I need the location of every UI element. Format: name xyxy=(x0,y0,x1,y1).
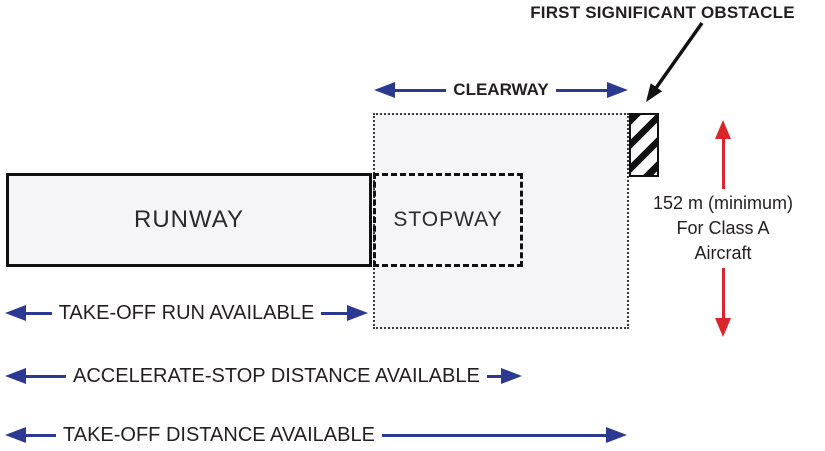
runway-box: RUNWAY xyxy=(6,173,372,267)
arrowhead-left-icon xyxy=(374,82,395,98)
arrowhead-down-icon xyxy=(715,318,731,337)
tora-arrow: TAKE-OFF RUN AVAILABLE xyxy=(5,302,368,324)
stopway-label: STOPWAY xyxy=(393,208,503,231)
runway-label: RUNWAY xyxy=(134,206,244,233)
asda-arrow: ACCELERATE-STOP DISTANCE AVAILABLE xyxy=(5,365,522,387)
tora-label: TAKE-OFF RUN AVAILABLE xyxy=(58,302,315,324)
arrow-line xyxy=(721,268,725,318)
asda-label: ACCELERATE-STOP DISTANCE AVAILABLE xyxy=(73,365,480,387)
obstacle-pointer-arrow xyxy=(646,21,704,102)
arrowhead-left-icon xyxy=(5,305,26,321)
obstacle-hatched-box xyxy=(629,113,659,177)
height-note-line1: 152 m (minimum) xyxy=(652,193,794,213)
arrowhead-right-icon xyxy=(347,305,368,321)
stopway-box: STOPWAY xyxy=(373,173,523,267)
height-note-line3: Aircraft xyxy=(694,243,752,263)
arrow-line xyxy=(395,88,447,92)
clearway-extent-arrow: CLEARWAY xyxy=(374,80,629,99)
arrowhead-left-icon xyxy=(5,427,26,443)
arrow-line xyxy=(721,139,725,189)
toda-label: TAKE-OFF DISTANCE AVAILABLE xyxy=(63,424,375,446)
clearway-box xyxy=(373,113,629,329)
obstacle-height-arrow: 152 m (minimum) For Class A Aircraft xyxy=(643,120,803,337)
arrow-line xyxy=(381,433,606,437)
toda-arrow: TAKE-OFF DISTANCE AVAILABLE xyxy=(5,424,627,446)
arrow-line xyxy=(26,433,56,437)
arrow-line xyxy=(486,374,501,378)
arrowhead-right-icon xyxy=(606,427,627,443)
arrowhead-up-icon xyxy=(715,120,731,139)
height-note: 152 m (minimum) For Class A Aircraft xyxy=(653,189,793,268)
arrow-line xyxy=(26,311,52,315)
obstacle-title: FIRST SIGNIFICANT OBSTACLE xyxy=(530,3,795,22)
arrow-line xyxy=(321,311,347,315)
arrowhead-right-icon xyxy=(501,368,522,384)
arrow-line xyxy=(555,88,608,92)
arrowhead-right-icon xyxy=(607,82,629,98)
arrow-line xyxy=(26,374,66,378)
height-note-line2: For Class A xyxy=(676,218,770,238)
arrowhead-left-icon xyxy=(5,368,26,384)
clearway-label: CLEARWAY xyxy=(453,80,549,99)
